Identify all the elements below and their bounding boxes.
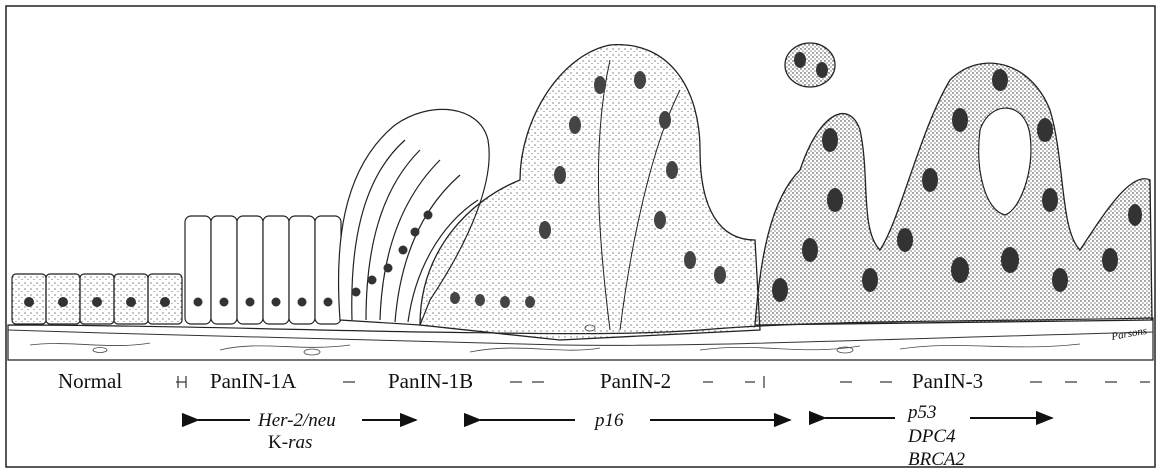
gene-brca2: BRCA2 [908, 449, 965, 470]
gene-p16: p16 [593, 410, 624, 431]
gene-p53: p53 [906, 402, 937, 423]
panin1a-epithelium [185, 216, 341, 324]
label-normal: Normal [58, 369, 122, 393]
gene-kras: K-ras [268, 432, 312, 453]
panin3-epithelium [755, 43, 1152, 325]
label-panin3: PanIN-3 [912, 369, 983, 393]
gene-dpc4: DPC4 [907, 426, 956, 447]
gene-her2-neu: Her-2/neu [257, 410, 336, 431]
gene-kras-prefix: K- [268, 432, 288, 453]
label-panin1b: PanIN-1B [388, 369, 473, 393]
label-panin2: PanIN-2 [600, 369, 671, 393]
label-panin1a: PanIN-1A [210, 369, 297, 393]
gene-kras-italic: ras [288, 432, 312, 453]
